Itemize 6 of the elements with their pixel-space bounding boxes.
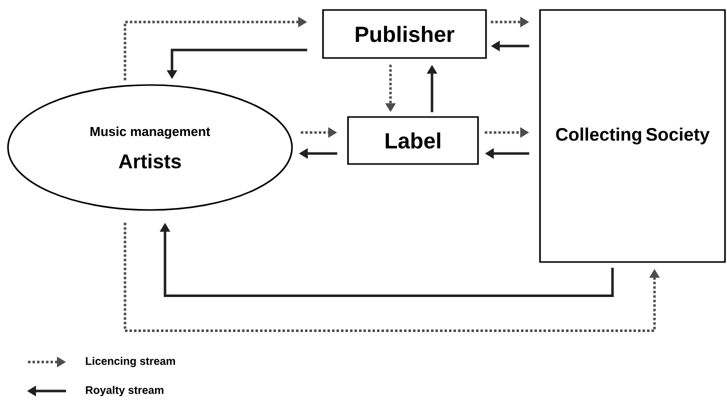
ellipse-node: Music management Artists xyxy=(7,84,293,211)
legend-label: Royalty stream xyxy=(86,386,164,396)
process-box: Collecting Society xyxy=(539,9,726,263)
legend-label: Licencing stream xyxy=(86,356,175,368)
process-box: Label xyxy=(347,116,479,165)
process-box: Publisher xyxy=(322,9,487,59)
